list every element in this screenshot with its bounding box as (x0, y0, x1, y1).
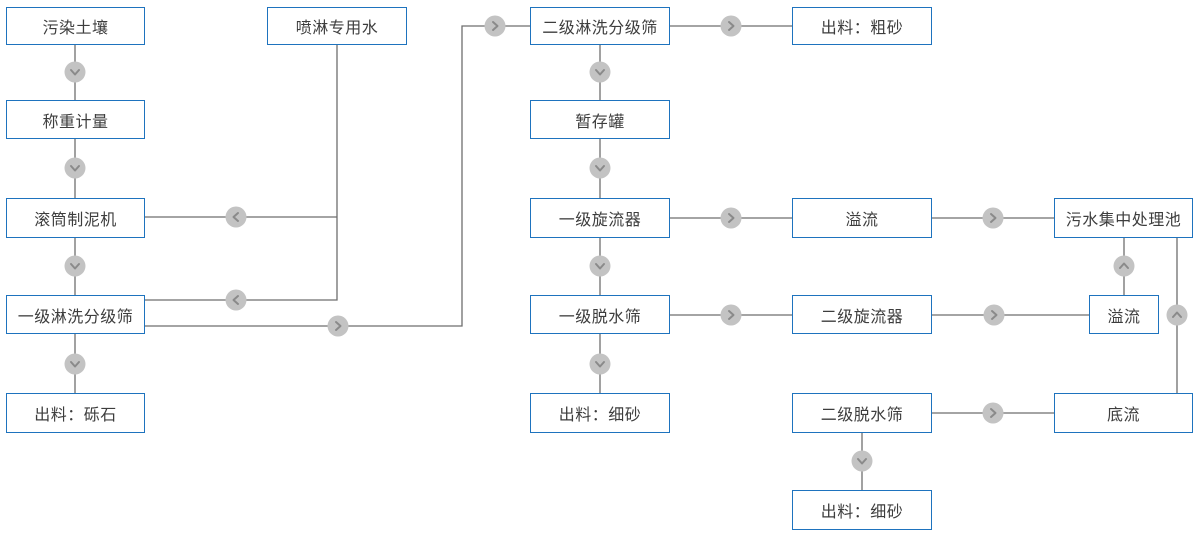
node-output-gravel: 出料：砾石 (6, 393, 145, 433)
node-overflow-1: 溢流 (792, 198, 932, 238)
node-label: 溢流 (1107, 308, 1141, 326)
node-label: 二级旋流器 (820, 308, 904, 326)
node-label: 出料：细砂 (558, 407, 642, 424)
flow-connector-right-icon (327, 315, 349, 337)
node-label: 溢流 (845, 212, 879, 229)
node-label: 称重计量 (42, 113, 109, 131)
node-label: 污染土壤 (42, 20, 109, 37)
flow-connector-right-icon (720, 304, 742, 326)
node-label: 一级脱水筛 (558, 308, 642, 326)
node-output-fine-sand-2: 出料：细砂 (792, 490, 932, 530)
node-label: 喷淋专用水 (295, 20, 379, 37)
flow-connector-down-icon (851, 450, 873, 472)
node-drum-mud-machine: 滚筒制泥机 (6, 198, 145, 238)
flow-connector-down-icon (64, 255, 86, 277)
node-label: 滚筒制泥机 (34, 212, 117, 229)
flow-connector-down-icon (64, 61, 86, 83)
flow-connector-down-icon (589, 255, 611, 277)
flow-connector-left-icon (225, 206, 247, 228)
flow-connector-up-icon (1166, 304, 1188, 326)
node-bottom-flow: 底流 (1054, 393, 1193, 433)
node-weighing-metering: 称重计量 (6, 100, 145, 139)
node-primary-dewatering-screen: 一级脱水筛 (530, 295, 670, 334)
node-output-fine-sand-1: 出料：细砂 (530, 393, 670, 433)
edge-spray-water-to-primary-washing (145, 45, 338, 301)
flow-connector-down-icon (589, 157, 611, 179)
node-label: 一级旋流器 (558, 212, 642, 229)
node-sewage-treatment-pool: 污水集中处理池 (1054, 198, 1193, 238)
node-label: 污水集中处理池 (1065, 212, 1182, 229)
flow-connector-right-icon (720, 207, 742, 229)
node-polluted-soil: 污染土壤 (6, 7, 145, 45)
flow-connector-right-icon (982, 207, 1004, 229)
flow-connector-down-icon (589, 353, 611, 375)
node-label: 出料：粗砂 (820, 20, 904, 37)
flow-connector-down-icon (589, 61, 611, 83)
flow-connector-right-icon (720, 15, 742, 37)
flow-connector-left-icon (225, 289, 247, 311)
node-label: 二级脱水筛 (820, 407, 904, 424)
node-secondary-washing-screen: 二级淋洗分级筛 (530, 7, 670, 45)
node-label: 出料：细砂 (820, 504, 904, 521)
node-primary-washing-screen: 一级淋洗分级筛 (6, 295, 145, 334)
node-label: 二级淋洗分级筛 (542, 20, 658, 37)
flow-connector-down-icon (64, 157, 86, 179)
flow-connector-right-icon (983, 304, 1005, 326)
flow-connector-right-icon (982, 402, 1004, 424)
node-label: 底流 (1106, 407, 1140, 424)
node-secondary-cyclone: 二级旋流器 (792, 295, 932, 334)
node-spray-water: 喷淋专用水 (267, 7, 407, 45)
node-label: 出料：砾石 (34, 407, 117, 424)
node-storage-tank: 暂存罐 (530, 100, 670, 139)
flow-connector-up-icon (1113, 255, 1135, 277)
flow-connector-right-icon (484, 15, 506, 37)
node-label: 一级淋洗分级筛 (17, 308, 134, 326)
node-output-coarse-sand: 出料：粗砂 (792, 7, 932, 45)
node-primary-cyclone: 一级旋流器 (530, 198, 670, 238)
node-secondary-dewatering-screen: 二级脱水筛 (792, 393, 932, 433)
flow-connector-down-icon (64, 353, 86, 375)
node-label: 暂存罐 (575, 113, 625, 131)
node-overflow-2: 溢流 (1089, 295, 1159, 334)
